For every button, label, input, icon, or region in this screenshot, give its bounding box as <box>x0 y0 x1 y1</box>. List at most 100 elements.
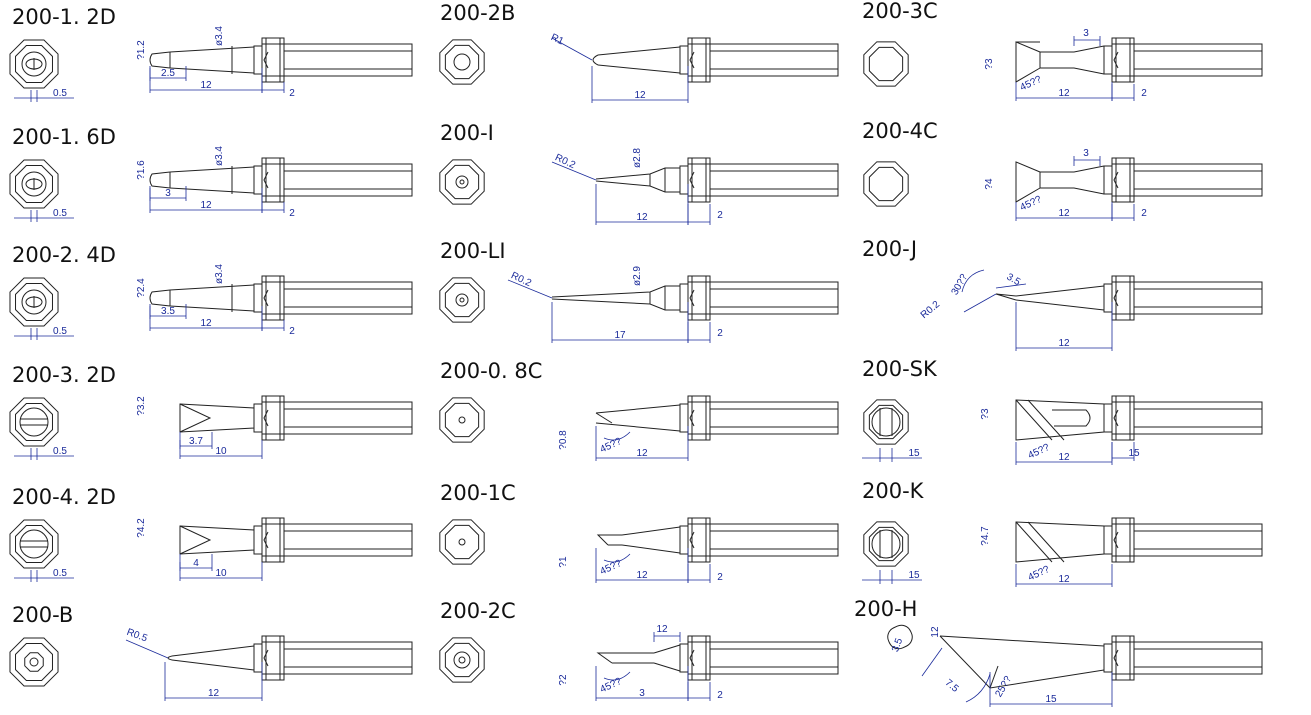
tip-code-label: 200-2B <box>440 1 515 25</box>
dimension-label: 7.5 <box>943 677 961 695</box>
barrel <box>1133 43 1263 77</box>
tip-outline <box>171 659 255 671</box>
tip-outline <box>595 167 680 180</box>
collar <box>253 525 263 555</box>
inner-bore <box>1113 409 1119 427</box>
tip-outline <box>653 644 681 654</box>
hex-nut <box>261 395 285 441</box>
hex-nut <box>1111 517 1135 563</box>
barrel <box>709 523 839 557</box>
end-view-octagon <box>863 399 909 445</box>
dimension-label: ?3 <box>980 408 991 420</box>
dimension-label: 3 <box>165 188 171 199</box>
barrel <box>283 401 413 435</box>
end-view-octagon <box>9 277 59 327</box>
dimension-label: R0.2 <box>509 270 533 289</box>
dimension-label: ?4.7 <box>980 526 991 546</box>
tip-code-label: 200-3. 2D <box>12 363 116 387</box>
end-view-octagon <box>444 524 480 560</box>
tip-outline <box>1039 165 1105 195</box>
dimension-label: 12 <box>1058 574 1070 585</box>
tip-outline <box>169 46 255 53</box>
tip-outline <box>551 285 680 298</box>
tip-outline <box>621 544 681 554</box>
collar <box>253 643 263 673</box>
end-view-octagon <box>9 637 59 687</box>
chisel-end <box>149 51 171 69</box>
outline-line <box>989 665 999 689</box>
dimension-label: ?1.2 <box>136 40 147 60</box>
angle-arc <box>603 553 631 563</box>
dimension-label: 12 <box>1058 208 1070 219</box>
dimension-label: R0.2 <box>553 152 577 171</box>
ball-end <box>592 54 599 66</box>
dimension-label: 45?? <box>599 436 624 456</box>
tip-code-label: 200-1. 6D <box>12 125 116 149</box>
end-view-octagon <box>439 637 485 683</box>
tip-outline <box>621 526 681 536</box>
barrel <box>709 281 839 315</box>
dimension-label: ?0.8 <box>558 430 569 450</box>
dimension-label: 3 <box>639 688 645 699</box>
dimension-label: R0.5 <box>125 627 149 645</box>
dimension-label: 3 <box>1083 148 1089 159</box>
inner-bore <box>263 531 269 549</box>
tip-outline <box>169 305 255 312</box>
collar <box>679 45 689 75</box>
dimension-label: 45?? <box>1019 194 1044 214</box>
wedge-body <box>179 403 255 433</box>
dimension-label: ?1.6 <box>136 160 147 180</box>
dimension-label: 12 <box>208 688 220 699</box>
dimension-label: ø2.9 <box>632 266 643 286</box>
bevel-face <box>1015 41 1041 83</box>
end-view-circle <box>455 293 469 307</box>
end-view-octagon <box>9 397 59 447</box>
end-view-octagon <box>868 166 904 202</box>
end-view-octagon <box>9 519 59 569</box>
tip-outline <box>169 166 255 173</box>
collar <box>253 165 263 195</box>
barrel <box>709 641 839 675</box>
dimension-label: 12 <box>634 90 646 101</box>
dimension-label: 2 <box>289 88 295 99</box>
end-view-octagon <box>15 283 53 321</box>
leader-line <box>551 161 597 181</box>
inner-bore <box>263 51 269 69</box>
hex-nut <box>1111 635 1135 681</box>
dimension-label: 2 <box>717 328 723 339</box>
angle-arc <box>961 269 985 293</box>
wedge-body <box>179 525 255 555</box>
dimension-label: ø3.4 <box>214 26 225 46</box>
dimension-label: ?4.2 <box>136 518 147 538</box>
end-view-octagon <box>439 277 485 323</box>
end-view-octagon <box>863 521 909 567</box>
hex-nut <box>1111 395 1135 441</box>
dimension-label: 2 <box>717 690 723 701</box>
dimension-label: 12 <box>656 624 668 635</box>
dimension-label: 45?? <box>1027 564 1052 584</box>
dimension-line <box>995 283 1027 289</box>
end-view-circle <box>19 407 49 437</box>
dimension-label: 10 <box>215 446 227 457</box>
hex-nut <box>261 517 285 563</box>
dimension-label: 2.5 <box>161 68 175 79</box>
collar <box>679 165 689 195</box>
end-view-octagon <box>439 397 485 443</box>
barrel <box>1133 523 1263 557</box>
outline-line <box>1015 399 1053 441</box>
inner-bore <box>263 409 269 427</box>
end-view-oval <box>887 624 913 650</box>
tip-14: 200-JR0.230??3.512 <box>862 237 1263 351</box>
dimension-label: 3.7 <box>189 436 203 447</box>
hex-nut <box>687 275 711 321</box>
hex-nut <box>1111 275 1135 321</box>
dimension-label: 3.5 <box>890 636 905 653</box>
dimension-label: R0.2 <box>919 299 943 321</box>
tip-code-label: 200-SK <box>862 357 938 381</box>
dimension-label: ø3.4 <box>214 146 225 166</box>
tip-outline <box>597 46 681 56</box>
